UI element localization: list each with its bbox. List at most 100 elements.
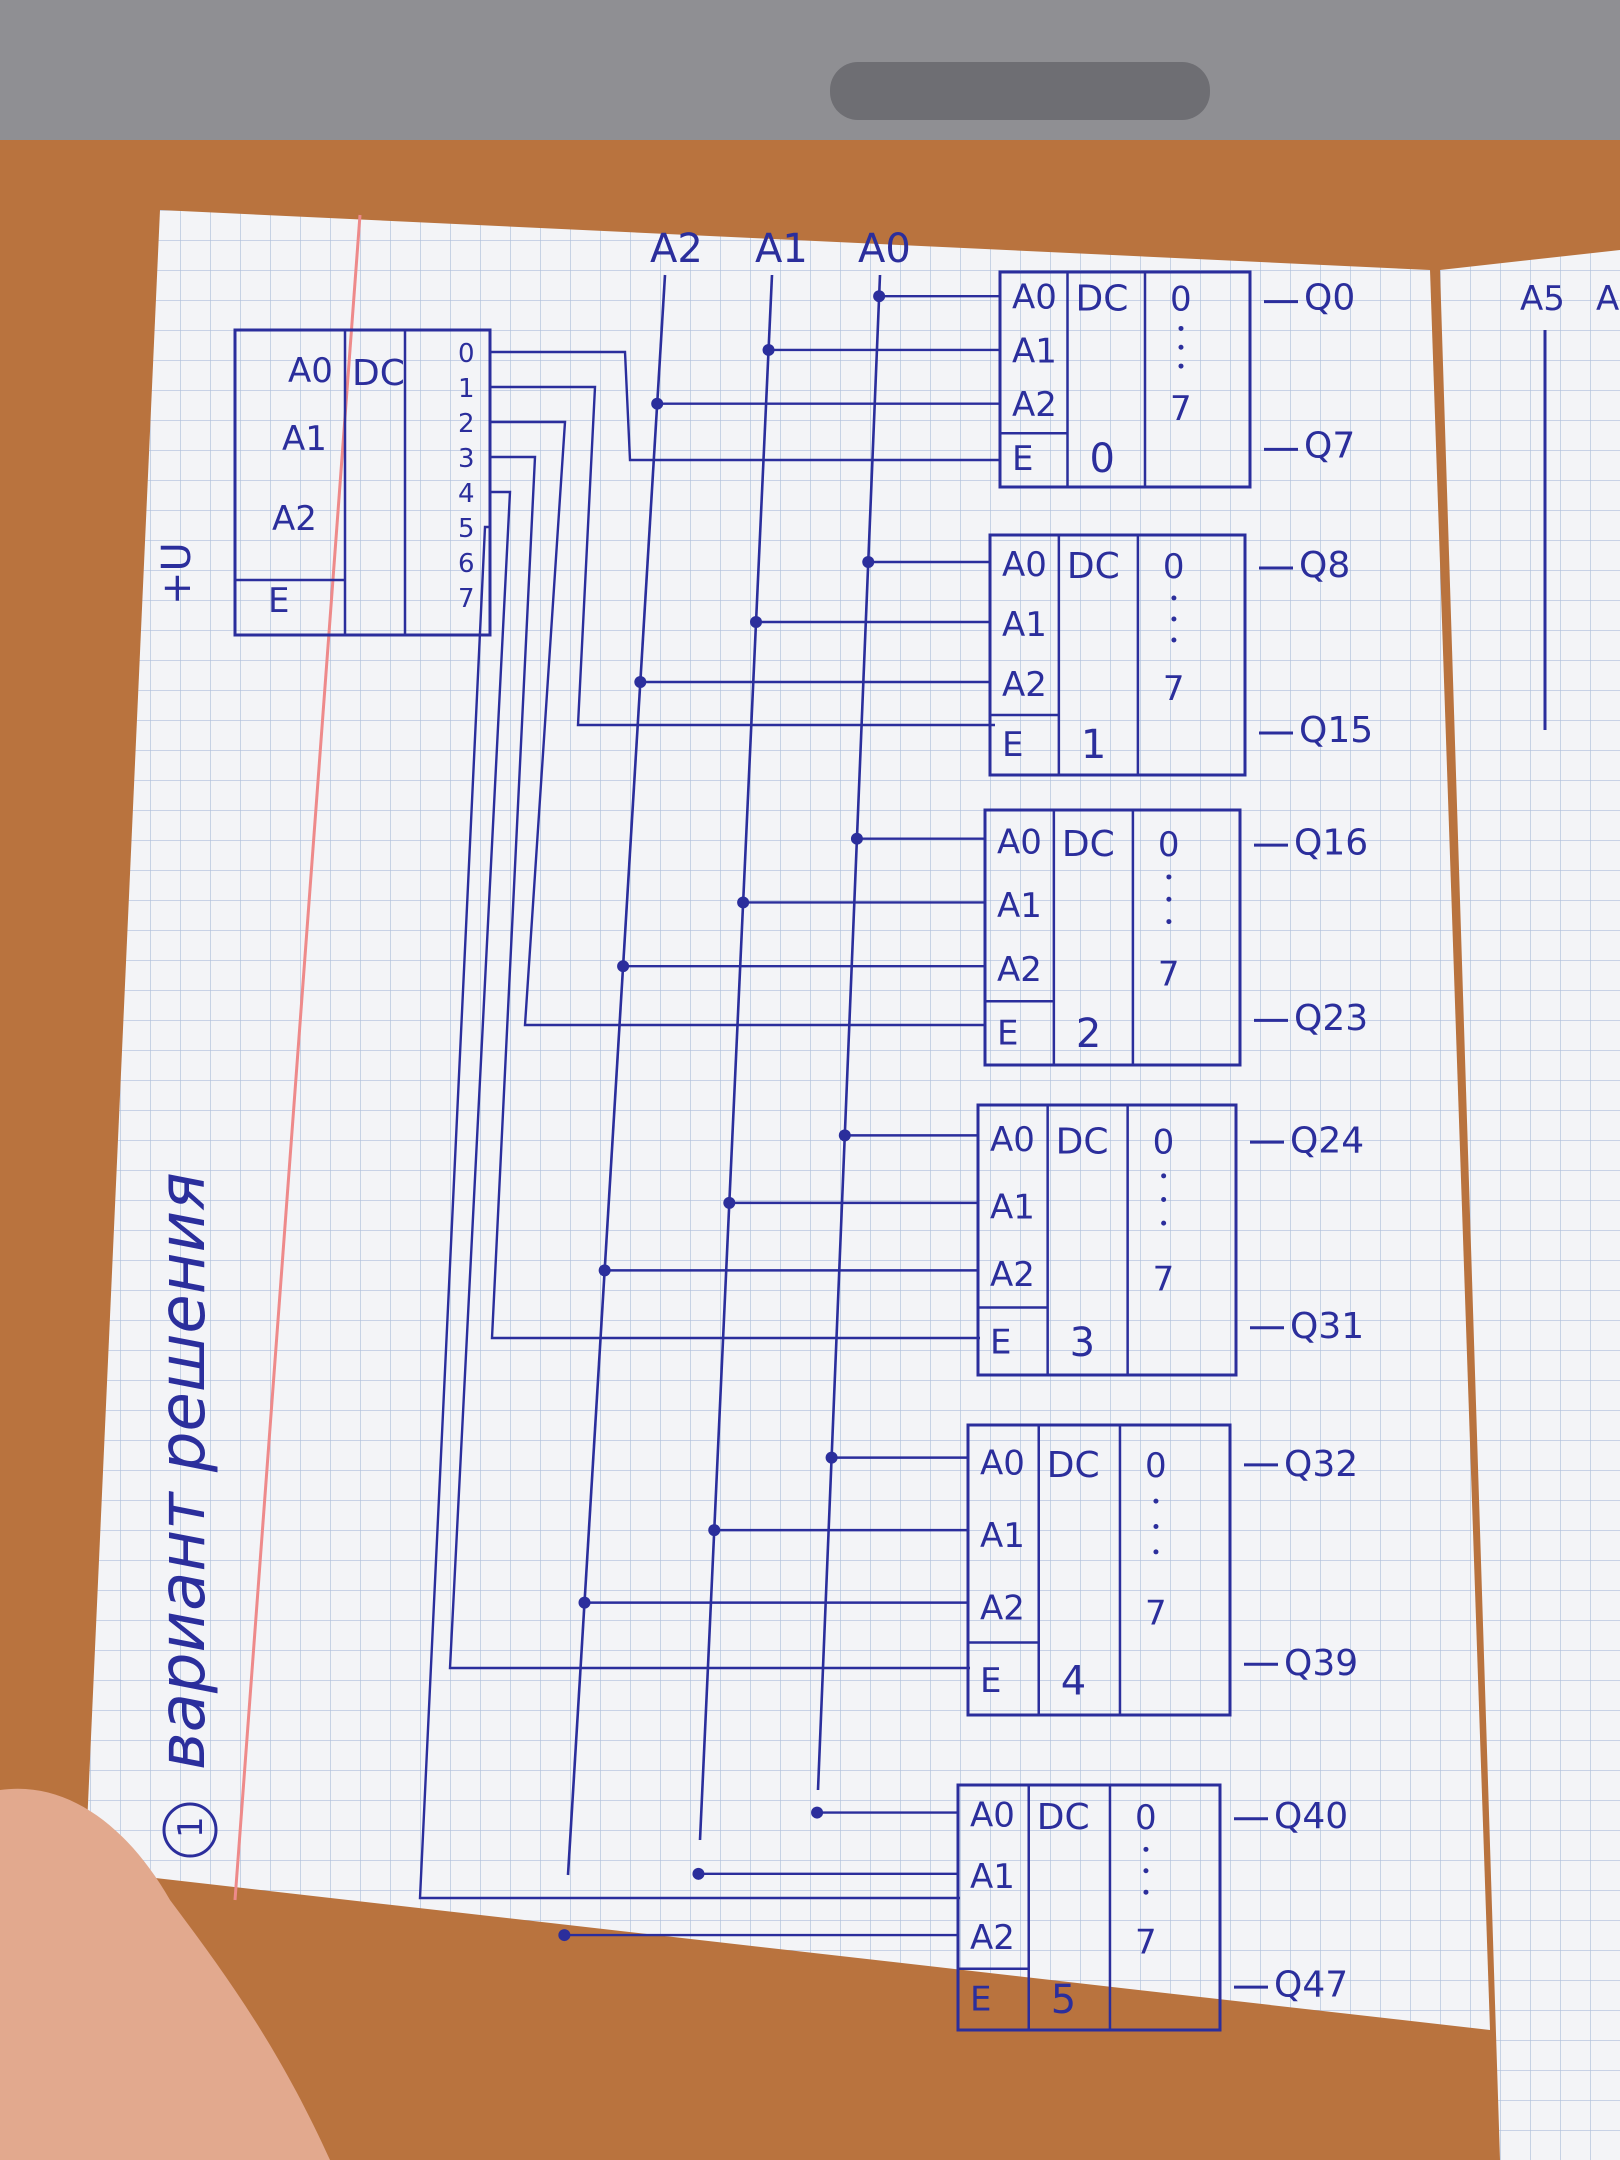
decoder-index: 2 [1076, 1011, 1101, 1057]
decoder-input-a2: A2 [980, 1588, 1025, 1628]
decoder-input-a1: A1 [970, 1857, 1015, 1897]
junction-dot-a1 [737, 896, 750, 909]
master-output-3: 3 [458, 444, 475, 474]
master-output-6: 6 [458, 549, 475, 579]
master-decoder-box [233, 328, 492, 637]
master-input-e: E [268, 581, 289, 621]
decoder-output-first: 0 [1153, 1123, 1175, 1163]
junction-dot-a0 [850, 832, 863, 845]
decoder-ellipsis-dot [1153, 1498, 1159, 1504]
decoder-title: DC [1067, 546, 1120, 587]
master-input-a2: A2 [272, 499, 317, 539]
junction-dot-a0 [873, 290, 886, 303]
margin-line [233, 214, 362, 1901]
decoder-output-last: 7 [1158, 954, 1180, 994]
decoder-ellipsis-dot [1143, 1868, 1149, 1874]
decoder-title: DC [1056, 1122, 1109, 1163]
junction-dot-a2 [558, 1929, 571, 1942]
master-output-4: 4 [458, 479, 475, 509]
decoder-input-e: E [1002, 725, 1023, 765]
bus-line-a0 [816, 274, 882, 1791]
decoder-input-a2: A2 [970, 1918, 1015, 1958]
decoder-ellipsis-dot [1166, 896, 1172, 902]
decoder-ellipsis-dot [1153, 1549, 1159, 1555]
decoder-input-a0: A0 [990, 1120, 1035, 1160]
decoder-index: 3 [1070, 1320, 1095, 1366]
bus-line-a1 [698, 274, 774, 1841]
decoder-input-e: E [970, 1979, 991, 2019]
decoder-input-a2: A2 [1002, 665, 1047, 705]
decoder-ellipsis-dot [1161, 1220, 1167, 1226]
decoder-input-e: E [1012, 439, 1033, 479]
master-output-5: 5 [458, 514, 475, 544]
decoder-ellipsis-dot [1161, 1173, 1167, 1179]
q-last-label: Q47 [1274, 1964, 1348, 2005]
decoder-input-a1: A1 [1002, 605, 1047, 645]
notebook-page [85, 210, 1490, 2030]
decoder-output-last: 7 [1153, 1260, 1175, 1300]
decoder-ellipsis-dot [1166, 919, 1172, 925]
right-page-fragment-a5: A5 [1520, 279, 1565, 319]
slave-decoders: A0A1A2EDC007Q0Q7A0A1A2EDC107Q8Q15A0A1A2E… [558, 270, 1373, 2032]
decoder-box [983, 808, 1242, 1067]
decoder-index: 0 [1090, 436, 1115, 482]
decoder-title: DC [1076, 279, 1129, 320]
decoder-output-first: 0 [1170, 280, 1192, 320]
decoder-box [956, 1783, 1222, 2032]
decoder-input-a1: A1 [990, 1187, 1035, 1227]
laptop-edge [0, 0, 1620, 140]
decoder-output-first: 0 [1145, 1446, 1167, 1486]
decoder-title: DC [1037, 1797, 1090, 1838]
decoder-input-e: E [980, 1661, 1001, 1701]
right-page-fragment-a: A [1596, 279, 1619, 319]
junction-dot-a1 [750, 616, 763, 628]
bus-label-a1: A1 [755, 226, 808, 272]
decoder-output-last: 7 [1170, 389, 1192, 429]
decoder-box [976, 1103, 1238, 1377]
q-first-label: Q16 [1294, 823, 1368, 864]
junction-dot-a2 [578, 1596, 591, 1609]
junction-dot-a0 [862, 556, 875, 568]
junction-dot-a1 [723, 1196, 736, 1209]
decoder-input-a0: A0 [1002, 545, 1047, 585]
master-output-2: 2 [458, 409, 475, 439]
enable-wire-0 [490, 350, 1000, 462]
decoder-output-last: 7 [1135, 1922, 1157, 1962]
master-input-a0: A0 [288, 351, 333, 391]
decoder-box [988, 533, 1247, 777]
decoder-box [998, 270, 1252, 489]
junction-dot-a0 [838, 1129, 851, 1142]
master-decoder: A0 A1 A2 E DC 0 1 2 3 4 5 6 7 [233, 328, 492, 637]
q-first-label: Q24 [1290, 1120, 1364, 1161]
thumb [0, 1788, 330, 2160]
decoder-input-a1: A1 [997, 886, 1042, 926]
junction-dot-a2 [617, 960, 630, 973]
decoder-input-a0: A0 [997, 822, 1042, 862]
decoder-ellipsis-dot [1161, 1197, 1167, 1202]
junction-dot-a1 [708, 1524, 721, 1537]
q-first-label: Q32 [1284, 1444, 1358, 1485]
decoder-input-a2: A2 [1012, 385, 1057, 425]
caption-number-circle [162, 1802, 218, 1858]
decoder-ellipsis-dot [1178, 363, 1184, 369]
decoder-output-last: 7 [1163, 669, 1185, 709]
junction-dot-a0 [811, 1806, 824, 1819]
decoder-input-a1: A1 [980, 1516, 1025, 1556]
decoder-input-a0: A0 [970, 1796, 1015, 1836]
laptop-hinge [830, 62, 1210, 120]
decoder-input-a2: A2 [997, 950, 1042, 990]
enable-wire-4 [448, 490, 970, 1670]
decoder-index: 1 [1081, 722, 1106, 768]
decoder-ellipsis-dot [1171, 637, 1177, 643]
decoder-ellipsis-dot [1171, 616, 1177, 622]
junction-dot-a1 [692, 1867, 705, 1880]
decoder-output-first: 0 [1158, 825, 1180, 865]
decoder-title: DC [1062, 824, 1115, 865]
enable-wire-1 [490, 385, 995, 727]
q-last-label: Q39 [1284, 1643, 1358, 1684]
decoder-input-a2: A2 [990, 1255, 1035, 1295]
decoder-input-a0: A0 [1012, 278, 1057, 318]
